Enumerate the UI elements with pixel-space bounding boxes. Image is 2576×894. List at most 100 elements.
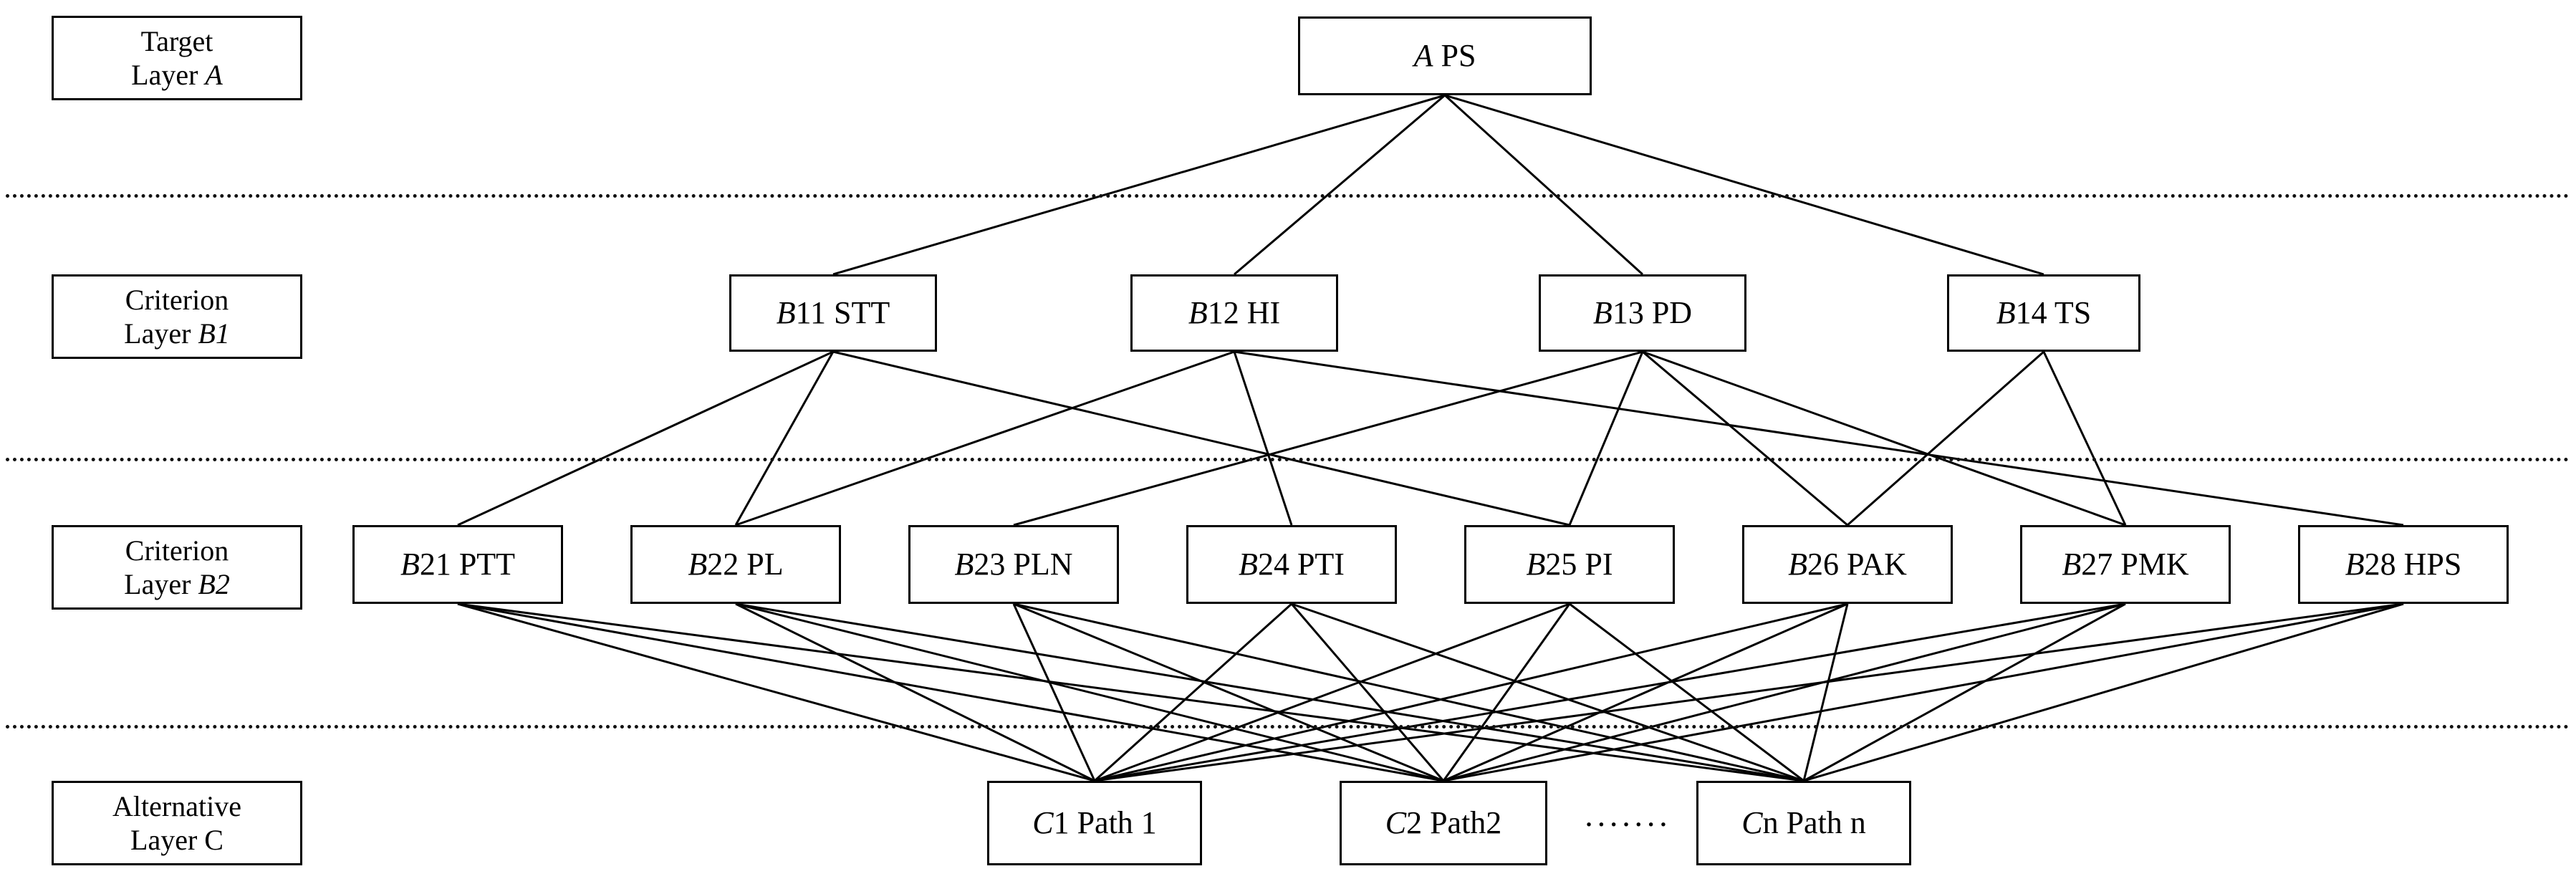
edge-b23-c1 (1012, 603, 1096, 782)
edge-b21-c2 (457, 602, 1444, 782)
edge-b26-c1 (1094, 602, 1848, 782)
tier-label-tier-b1-line2: Layer B1 (124, 317, 230, 350)
edge-b12-b28 (1234, 350, 2404, 527)
node-b26[interactable]: B26 PAK (1742, 525, 1953, 604)
node-b22-label: B22 PL (688, 547, 784, 582)
tier-label-tier-b1-line1: Criterion (125, 283, 229, 316)
edge-b28-c1 (1094, 602, 2404, 782)
layer-divider-3 (6, 725, 2570, 729)
node-cn[interactable]: Cn Path n (1696, 781, 1911, 865)
node-b14[interactable]: B14 TS (1947, 274, 2140, 352)
node-b26-label: B26 PAK (1788, 547, 1907, 582)
edge-b13-b26 (1642, 350, 1848, 527)
node-c1[interactable]: C1 Path 1 (987, 781, 1202, 865)
node-cn-label: Cn Path n (1741, 805, 1866, 841)
alternatives-ellipsis: ······· (1583, 805, 1671, 842)
node-b11[interactable]: B11 STT (729, 274, 937, 352)
node-b25-symbol: B (1526, 547, 1546, 582)
node-c2-label: C2 Path2 (1385, 805, 1502, 841)
node-b24[interactable]: B24 PTI (1186, 525, 1397, 604)
edge-b23-cn (1013, 602, 1804, 782)
node-a-symbol: A (1413, 38, 1433, 74)
edge-b22-c2 (735, 602, 1444, 782)
edge-a-b13 (1443, 94, 1644, 276)
node-b12[interactable]: B12 HI (1130, 274, 1338, 352)
edge-b25-c2 (1442, 603, 1571, 782)
node-b24-label: B24 PTI (1239, 547, 1345, 582)
tier-label-tier-a-line1: Target (140, 24, 213, 57)
edge-b27-cn (1803, 602, 2126, 782)
edge-b27-c2 (1443, 602, 2126, 782)
tier-label-tier-c-line2: Layer C (130, 824, 224, 856)
layer-divider-2 (6, 458, 2570, 461)
node-cn-symbol: C (1741, 805, 1763, 841)
edge-b22-c1 (735, 602, 1095, 782)
tier-label-tier-a-line2: Layer A (131, 59, 223, 91)
edge-b27-c1 (1094, 602, 2126, 782)
node-b14-label: B14 TS (1996, 295, 2092, 331)
tier-label-tier-c-line1: Alternative (112, 789, 241, 822)
node-b22[interactable]: B22 PL (630, 525, 841, 604)
node-b27[interactable]: B27 PMK (2020, 525, 2231, 604)
edge-b21-c1 (457, 602, 1095, 782)
node-b23[interactable]: B23 PLN (908, 525, 1119, 604)
node-b22-symbol: B (688, 547, 708, 582)
edge-a-b14 (1444, 94, 2044, 276)
node-b28[interactable]: B28 HPS (2298, 525, 2509, 604)
edge-b13-b27 (1642, 350, 2126, 527)
edge-b11-b22 (734, 351, 835, 526)
node-b13-symbol: B (1592, 295, 1613, 331)
node-b25-label: B25 PI (1526, 547, 1613, 582)
edge-a-b12 (1234, 94, 1446, 276)
edge-b24-c1 (1093, 602, 1293, 782)
edge-b25-cn (1569, 602, 1804, 782)
node-b25[interactable]: B25 PI (1464, 525, 1675, 604)
edge-b22-cn (735, 602, 1804, 782)
node-b11-label: B11 STT (776, 295, 890, 331)
edge-b12-b22 (735, 350, 1235, 527)
node-c1-label: C1 Path 1 (1032, 805, 1157, 841)
edge-b14-b26 (1847, 350, 2044, 527)
node-b13-label: B13 PD (1592, 295, 1693, 331)
edge-b26-c2 (1443, 602, 1848, 782)
node-b21[interactable]: B21 PTT (352, 525, 563, 604)
edge-b12-b24 (1233, 351, 1293, 526)
node-a[interactable]: A PS (1298, 16, 1592, 95)
node-b23-label: B23 PLN (954, 547, 1073, 582)
edge-b24-c2 (1290, 603, 1445, 782)
edge-b24-cn (1291, 602, 1804, 782)
node-b14-symbol: B (1996, 295, 2016, 331)
edge-b21-cn (457, 602, 1804, 782)
node-c1-symbol: C (1032, 805, 1054, 841)
node-b26-symbol: B (1788, 547, 1807, 582)
node-b28-label: B28 HPS (2345, 547, 2462, 582)
layer-divider-1 (6, 194, 2570, 198)
edge-b13-b23 (1013, 350, 1643, 527)
node-b27-label: B27 PMK (2062, 547, 2189, 582)
node-b21-symbol: B (400, 547, 420, 582)
edge-b11-b21 (457, 350, 834, 527)
node-a-label: A PS (1413, 38, 1476, 74)
node-b13[interactable]: B13 PD (1539, 274, 1746, 352)
edge-b28-c2 (1443, 602, 2404, 782)
edge-b23-c2 (1013, 602, 1444, 782)
node-b12-symbol: B (1188, 295, 1208, 331)
tier-label-tier-b2-line1: Criterion (125, 534, 229, 567)
node-b21-label: B21 PTT (400, 547, 516, 582)
edge-b11-b25 (832, 350, 1570, 527)
node-b24-symbol: B (1239, 547, 1258, 582)
node-c2[interactable]: C2 Path2 (1340, 781, 1547, 865)
edge-b25-c1 (1094, 602, 1570, 782)
tier-label-tier-b2-line2: Layer B2 (124, 568, 230, 600)
edge-b28-cn (1803, 602, 2404, 782)
